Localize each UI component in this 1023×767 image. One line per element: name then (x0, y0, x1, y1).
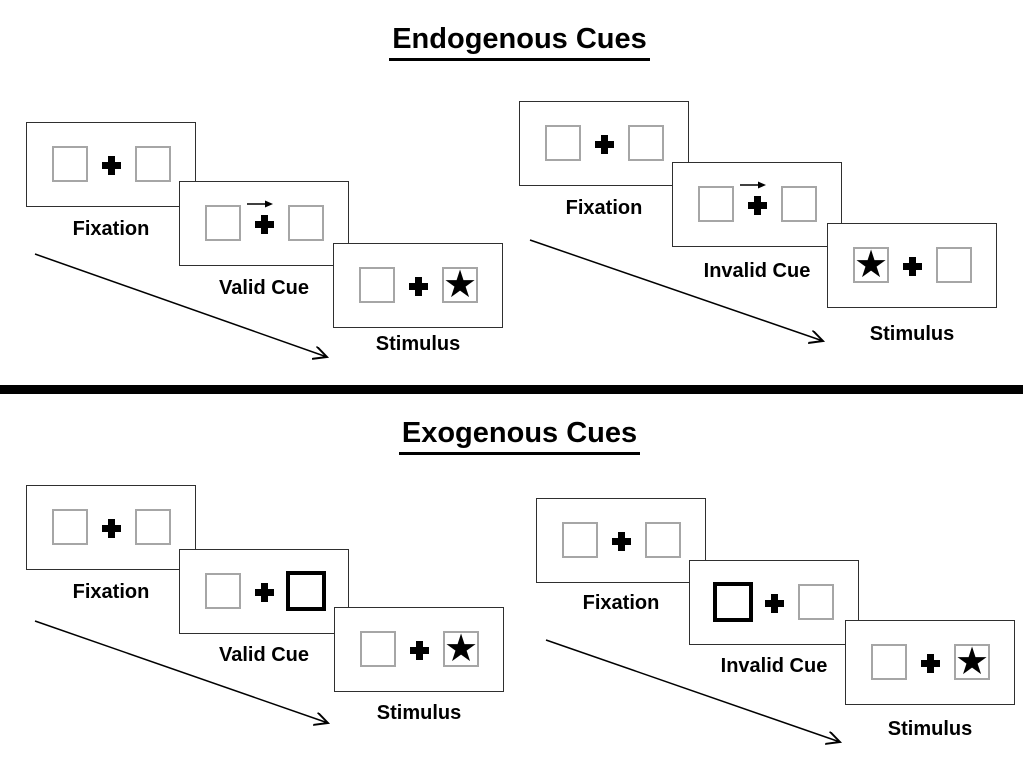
panel-label: Invalid Cue (703, 260, 811, 282)
star-stimulus-icon: ★ (443, 625, 479, 670)
timeline-arrow (34, 253, 327, 357)
right-box (936, 247, 972, 283)
fixation-panel (519, 101, 689, 186)
left-box (871, 644, 907, 680)
left-box: ★ (853, 241, 889, 286)
right-box (798, 584, 834, 620)
panel-label: Valid Cue (218, 277, 310, 299)
invalid-cue-panel (689, 560, 859, 645)
fixation-cross-icon (255, 583, 274, 602)
arrow-cue-icon (740, 181, 766, 189)
fixation-cross-icon (765, 594, 784, 613)
timeline-arrow (34, 620, 328, 723)
panel-label: Fixation (565, 197, 643, 219)
right-box: ★ (954, 638, 990, 683)
stimulus-panel: ★ (334, 607, 504, 692)
right-box (781, 186, 817, 222)
right-box: ★ (442, 261, 478, 306)
fixation-cross-icon (102, 519, 121, 538)
valid-cue-panel (179, 549, 349, 634)
star-stimulus-icon: ★ (442, 261, 478, 306)
right-box (645, 522, 681, 558)
timeline-arrow (529, 239, 823, 341)
left-box (545, 125, 581, 161)
panel-label: Invalid Cue (720, 655, 828, 677)
section-title-exogenous: Exogenous Cues (398, 418, 641, 456)
fixation-cross-icon (748, 196, 767, 215)
section-title-endogenous-wrap: Endogenous Cues (18, 24, 1021, 62)
fixation-cross-icon (612, 532, 631, 551)
panel-label: Stimulus (869, 323, 955, 345)
left-box (205, 205, 241, 241)
panel-label: Stimulus (376, 702, 462, 724)
right-box (288, 205, 324, 241)
fixation-cross-icon (595, 135, 614, 154)
panel-label: Stimulus (887, 718, 973, 740)
panel-label: Fixation (72, 581, 150, 603)
left-box (52, 146, 88, 182)
left-box (562, 522, 598, 558)
left-box (52, 509, 88, 545)
stimulus-panel: ★ (845, 620, 1015, 705)
valid-cue-panel (179, 181, 349, 266)
left-box (359, 267, 395, 303)
arrow-cue-icon (247, 200, 273, 208)
section-title-endogenous: Endogenous Cues (389, 24, 650, 62)
fixation-panel (536, 498, 706, 583)
fixation-cross-icon (903, 257, 922, 276)
panel-label: Fixation (582, 592, 660, 614)
section-divider (0, 385, 1023, 394)
highlighted-box-cue (286, 571, 326, 611)
panel-label: Valid Cue (218, 644, 310, 666)
fixation-panel (26, 122, 196, 207)
fixation-cross-icon (255, 215, 274, 234)
panel-label: Stimulus (375, 333, 461, 355)
stimulus-panel: ★ (827, 223, 997, 308)
invalid-cue-panel (672, 162, 842, 247)
right-box (135, 146, 171, 182)
left-box (360, 631, 396, 667)
fixation-cross-icon (409, 277, 428, 296)
left-box (698, 186, 734, 222)
fixation-cross-icon (410, 641, 429, 660)
left-box (205, 573, 241, 609)
star-stimulus-icon: ★ (853, 241, 889, 286)
section-title-exogenous-wrap: Exogenous Cues (18, 418, 1021, 456)
star-stimulus-icon: ★ (954, 638, 990, 683)
fixation-cross-icon (921, 654, 940, 673)
right-box (135, 509, 171, 545)
stimulus-panel: ★ (333, 243, 503, 328)
panel-label: Fixation (72, 218, 150, 240)
right-box: ★ (443, 625, 479, 670)
highlighted-box-cue (713, 582, 753, 622)
fixation-cross-icon (102, 156, 121, 175)
fixation-panel (26, 485, 196, 570)
right-box (628, 125, 664, 161)
